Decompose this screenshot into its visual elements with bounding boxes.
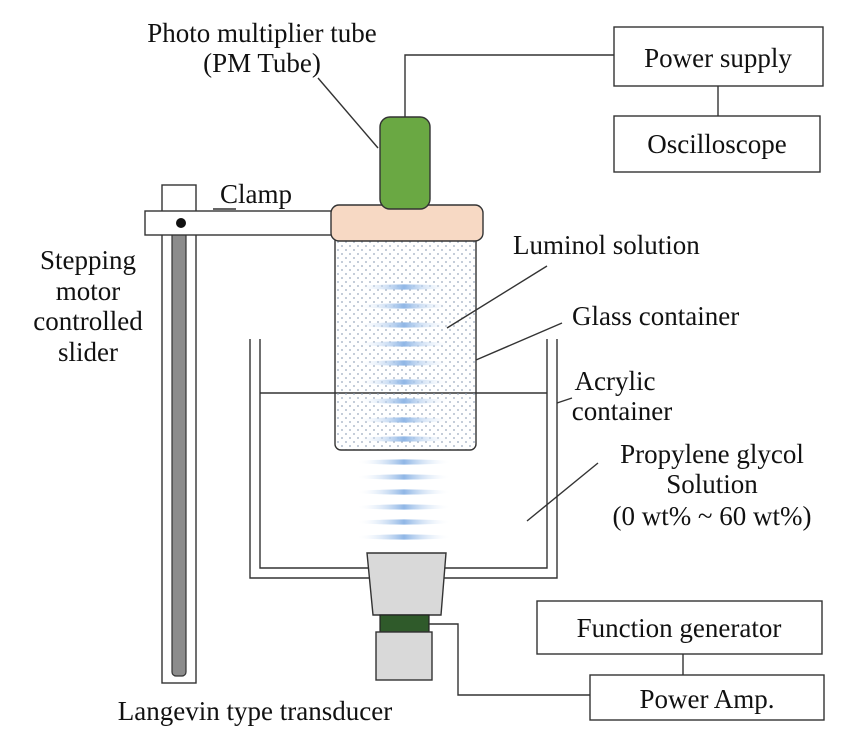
wave-band [356,436,452,442]
transducer-label: Langevin type transducer [118,696,392,726]
transducer-horn [366,552,447,616]
connections [404,54,719,696]
wave-band [356,474,452,480]
wave-band [356,504,452,510]
propylene-label-line2: Solution [666,469,758,499]
wave-band [356,519,452,525]
leader-lines [213,77,599,522]
wave-band [356,534,452,540]
power-supply-label: Power supply [644,43,792,73]
transducer-body [375,631,433,681]
wave-band [356,284,452,290]
oscilloscope-label: Oscilloscope [647,129,786,159]
transducer-band [379,614,430,633]
power-supply-box [613,26,824,87]
propylene-label-line1: Propylene glycol [620,439,804,469]
function-generator-label: Function generator [577,613,782,643]
pm-tube-label-line1: Photo multiplier tube [147,18,377,48]
clamp [144,210,334,236]
pm-to-power-supply-cable [404,54,614,117]
luminol-label: Luminol solution [513,230,700,260]
pm-tube [379,116,431,210]
luminol-leader [446,265,548,329]
stepping-motor-slider [161,184,197,684]
acrylic-leader [556,397,573,404]
acrylic-label-line2: container [572,396,672,426]
wave-band [356,459,452,465]
glass-leader [475,322,563,361]
slider-label-line3: controlled [33,306,143,336]
wave-band [356,379,452,385]
function-generator-box [536,600,823,655]
wave-band [356,322,452,328]
slider-label-line1: Stepping [40,245,136,275]
glass-container-label: Glass container [572,301,739,331]
clamp-arm [144,210,334,236]
wave-band [356,303,452,309]
slider-rail [171,223,187,677]
pm-tube-label-line2: (PM Tube) [203,48,321,78]
langevin-transducer [366,552,447,681]
propylene-label-line3: (0 wt% ~ 60 wt%) [612,501,811,531]
wave-band [356,341,452,347]
slider-label-line2: motor [56,276,121,306]
slider-label-line4: slider [58,337,118,367]
wave-band [356,360,452,366]
acrylic-label-line1: Acrylic [575,366,656,396]
clamp-cap [330,204,484,242]
clamp-pivot [176,218,186,228]
pm-tube-leader [317,77,379,149]
clamp-label: Clamp [220,179,292,209]
wave-band [356,489,452,495]
ultrasonic-waves [356,284,452,540]
wave-band [356,398,452,404]
oscilloscope-box [613,115,821,173]
power-amp-label: Power Amp. [640,684,775,714]
transducer-to-amp-cable [429,623,590,696]
power-amp-box [589,674,825,721]
propylene-leader [526,462,599,522]
wave-band [356,417,452,423]
